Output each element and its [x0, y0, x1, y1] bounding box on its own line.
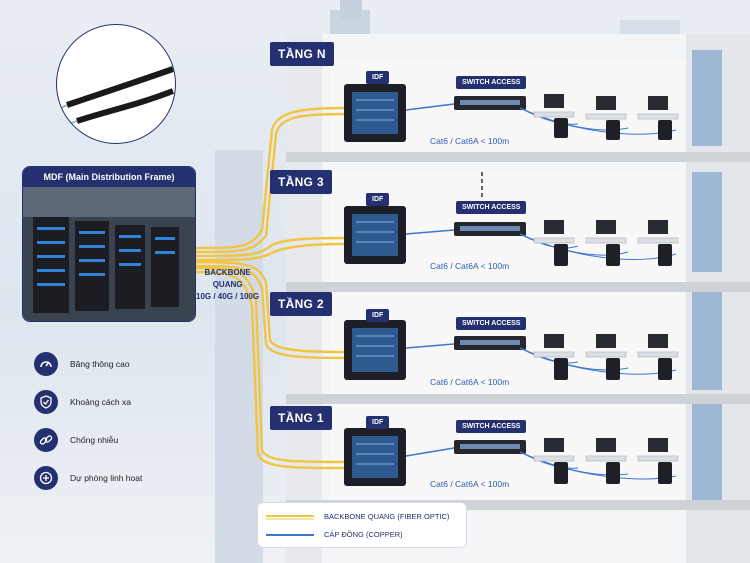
floor-label-1: TẦNG 1 — [270, 406, 332, 430]
workstations — [544, 94, 668, 452]
floor-label-n: TẦNG N — [270, 42, 334, 66]
speedometer-icon — [34, 352, 58, 376]
legend: BACKBONE QUANG (FIBER OPTIC) CÁP ĐỒNG (C… — [257, 502, 467, 548]
legend-copper: CÁP ĐỒNG (COPPER) — [266, 530, 403, 539]
switch-tag-n: SWITCH ACCESS — [456, 76, 527, 89]
mdf-panel: MDF (Main Distribution Frame) — [22, 166, 196, 322]
backbone-label: BACKBONE QUANG 10G / 40G / 100G — [196, 268, 260, 301]
switch-tag-1: SWITCH ACCESS — [456, 420, 527, 433]
fiber-backbone — [195, 106, 345, 470]
idf-tag-2: IDF — [366, 309, 390, 322]
mdf-server-room — [23, 187, 195, 321]
legend-fiber: BACKBONE QUANG (FIBER OPTIC) — [266, 512, 450, 521]
switch-tag-2: SWITCH ACCESS — [456, 317, 527, 330]
feature-redundancy: Dự phòng linh hoạt — [34, 466, 142, 490]
idf-rack-n — [344, 84, 406, 142]
cable-note-1: Cat6 / Cat6A < 100m — [430, 479, 510, 489]
cable-closeup — [56, 24, 176, 144]
feature-interference: Chống nhiễu — [34, 428, 118, 452]
shield-check-icon — [34, 390, 58, 414]
plus-circle-icon — [34, 466, 58, 490]
cable-note-3: Cat6 / Cat6A < 100m — [430, 261, 510, 271]
copper-desk-links — [519, 107, 677, 480]
link-icon — [34, 428, 58, 452]
switch-tag-3: SWITCH ACCESS — [456, 201, 527, 214]
idf-tag-n: IDF — [366, 71, 390, 84]
floor-label-2: TẦNG 2 — [270, 292, 332, 316]
feature-distance: Khoảng cách xa — [34, 390, 131, 414]
feature-bandwidth: Băng thông cao — [34, 352, 130, 376]
mdf-title: MDF (Main Distribution Frame) — [23, 167, 195, 187]
cable-note-n: Cat6 / Cat6A < 100m — [430, 136, 510, 146]
idf-rack-1 — [344, 428, 406, 486]
floor-label-3: TẦNG 3 — [270, 170, 332, 194]
idf-rack-3 — [344, 206, 406, 264]
cable-note-2: Cat6 / Cat6A < 100m — [430, 377, 510, 387]
idf-tag-1: IDF — [366, 416, 390, 429]
copper-idf-links — [405, 103, 455, 457]
idf-tag-3: IDF — [366, 193, 390, 206]
idf-rack-2 — [344, 320, 406, 380]
